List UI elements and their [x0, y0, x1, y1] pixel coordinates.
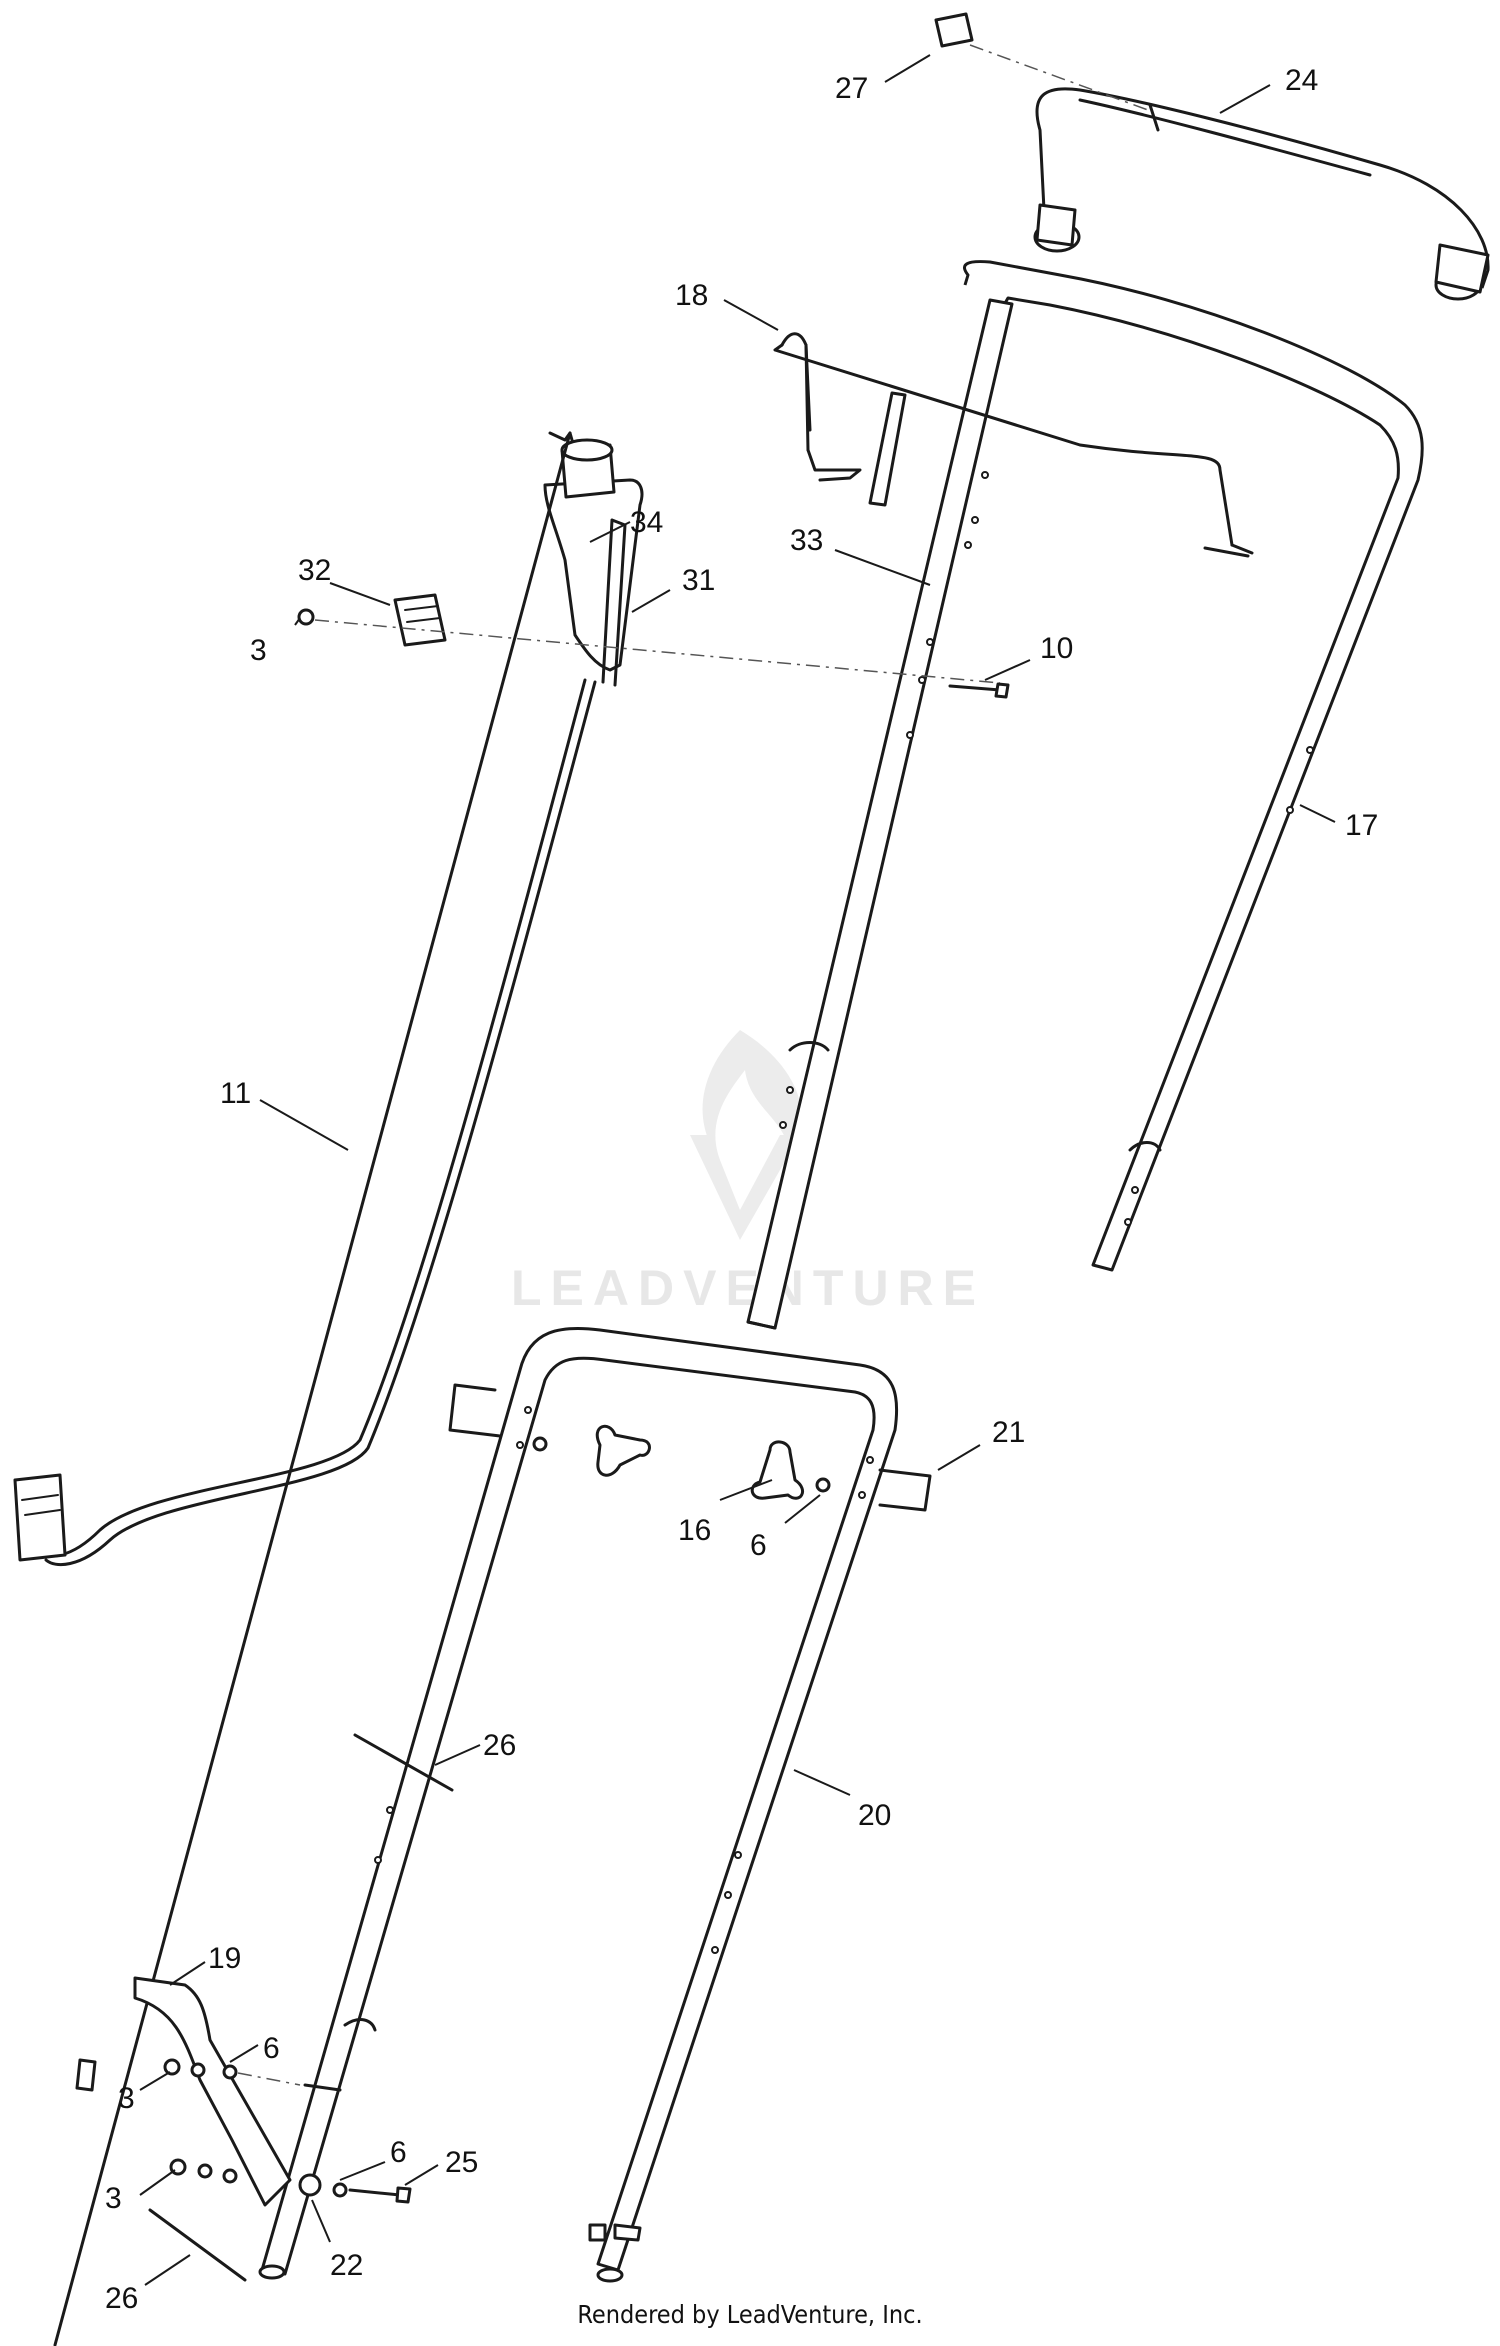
callout-17: 17	[1345, 809, 1378, 842]
part-16-knob-right[interactable]	[750, 1440, 805, 1500]
callout-6-mid: 6	[263, 2032, 280, 2065]
part-18-bail[interactable]	[773, 332, 1254, 558]
watermark-flame-icon	[702, 1030, 802, 1160]
part-10-bolt[interactable]	[948, 682, 1010, 699]
callout-22: 22	[330, 2249, 363, 2282]
part-6-washer-lower-d[interactable]	[222, 2168, 238, 2184]
callout-11: 11	[220, 1077, 251, 1110]
part-21-hooks[interactable]	[448, 1383, 932, 1512]
callout-18: 18	[675, 279, 708, 312]
callout-6-lower: 6	[390, 2136, 407, 2169]
callout-26-upper: 26	[483, 1729, 516, 1762]
callout-19: 19	[208, 1942, 241, 1975]
part-33-sleeve[interactable]	[868, 391, 907, 507]
part-31-control-housing[interactable]	[543, 478, 644, 687]
part-3-nut-lower-upper[interactable]	[163, 2058, 181, 2076]
part-32-control-block[interactable]	[393, 593, 447, 647]
part-20-lower-handle[interactable]	[258, 1326, 899, 2283]
callout-3-upper: 3	[250, 634, 267, 667]
part-6-washer-lower-a[interactable]	[190, 2062, 206, 2078]
footer-credit: Rendered by LeadVenture, Inc.	[577, 2300, 923, 2329]
callout-leaders	[139, 54, 1336, 2286]
part-25-bolt-head[interactable]	[395, 2186, 412, 2204]
callout-10: 10	[1040, 632, 1073, 665]
callout-20: 20	[858, 1799, 891, 1832]
watermark-v-icon	[690, 1135, 800, 1240]
callout-26-lower: 26	[105, 2282, 138, 2315]
part-6-washer-upper-left[interactable]	[532, 1436, 548, 1452]
part-26-tie-lower[interactable]	[148, 2208, 247, 2282]
part-27-label[interactable]	[934, 12, 974, 48]
callout-3-mid: 3	[118, 2082, 135, 2115]
callout-34: 34	[630, 506, 663, 539]
part-25-bolt[interactable]	[348, 2188, 402, 2197]
watermark-text: LEADVENTURE	[511, 1260, 985, 1316]
callout-21: 21	[992, 1416, 1025, 1449]
callout-16: 16	[678, 1514, 711, 1547]
part-11-cable[interactable]	[13, 431, 597, 2346]
part-17-upper-handle[interactable]	[746, 260, 1424, 1330]
callout-labels: 27 24 18 34 32 31 33 3 10 17 11 21 16 6 …	[105, 64, 1378, 2315]
leadventure-watermark: LEADVENTURE	[511, 1030, 985, 1316]
part-19-pedal[interactable]	[133, 1976, 292, 2207]
part-22-spacer[interactable]	[298, 2173, 322, 2197]
callout-31: 31	[682, 564, 715, 597]
callout-33: 33	[790, 524, 823, 557]
part-6-washer-upper-right[interactable]	[815, 1477, 831, 1493]
callout-3-lower: 3	[105, 2182, 122, 2215]
part-bolt-mid[interactable]	[303, 2083, 342, 2092]
part-34-control-knob[interactable]	[560, 438, 616, 499]
part-6-washer-lower-c[interactable]	[197, 2163, 213, 2179]
callout-25: 25	[445, 2146, 478, 2179]
part-24-grip[interactable]	[1033, 87, 1490, 301]
part-3-nut-upper[interactable]	[297, 608, 315, 626]
part-16-knob-left[interactable]	[595, 1424, 651, 1477]
part-6-washer-lower-e[interactable]	[332, 2182, 348, 2198]
callout-24: 24	[1285, 64, 1318, 97]
callout-6-upper: 6	[750, 1529, 767, 1562]
callout-27: 27	[835, 72, 868, 105]
part-26-tie-upper[interactable]	[353, 1733, 454, 1792]
callout-32: 32	[298, 554, 331, 587]
part-6-washer-lower-b[interactable]	[222, 2064, 238, 2080]
